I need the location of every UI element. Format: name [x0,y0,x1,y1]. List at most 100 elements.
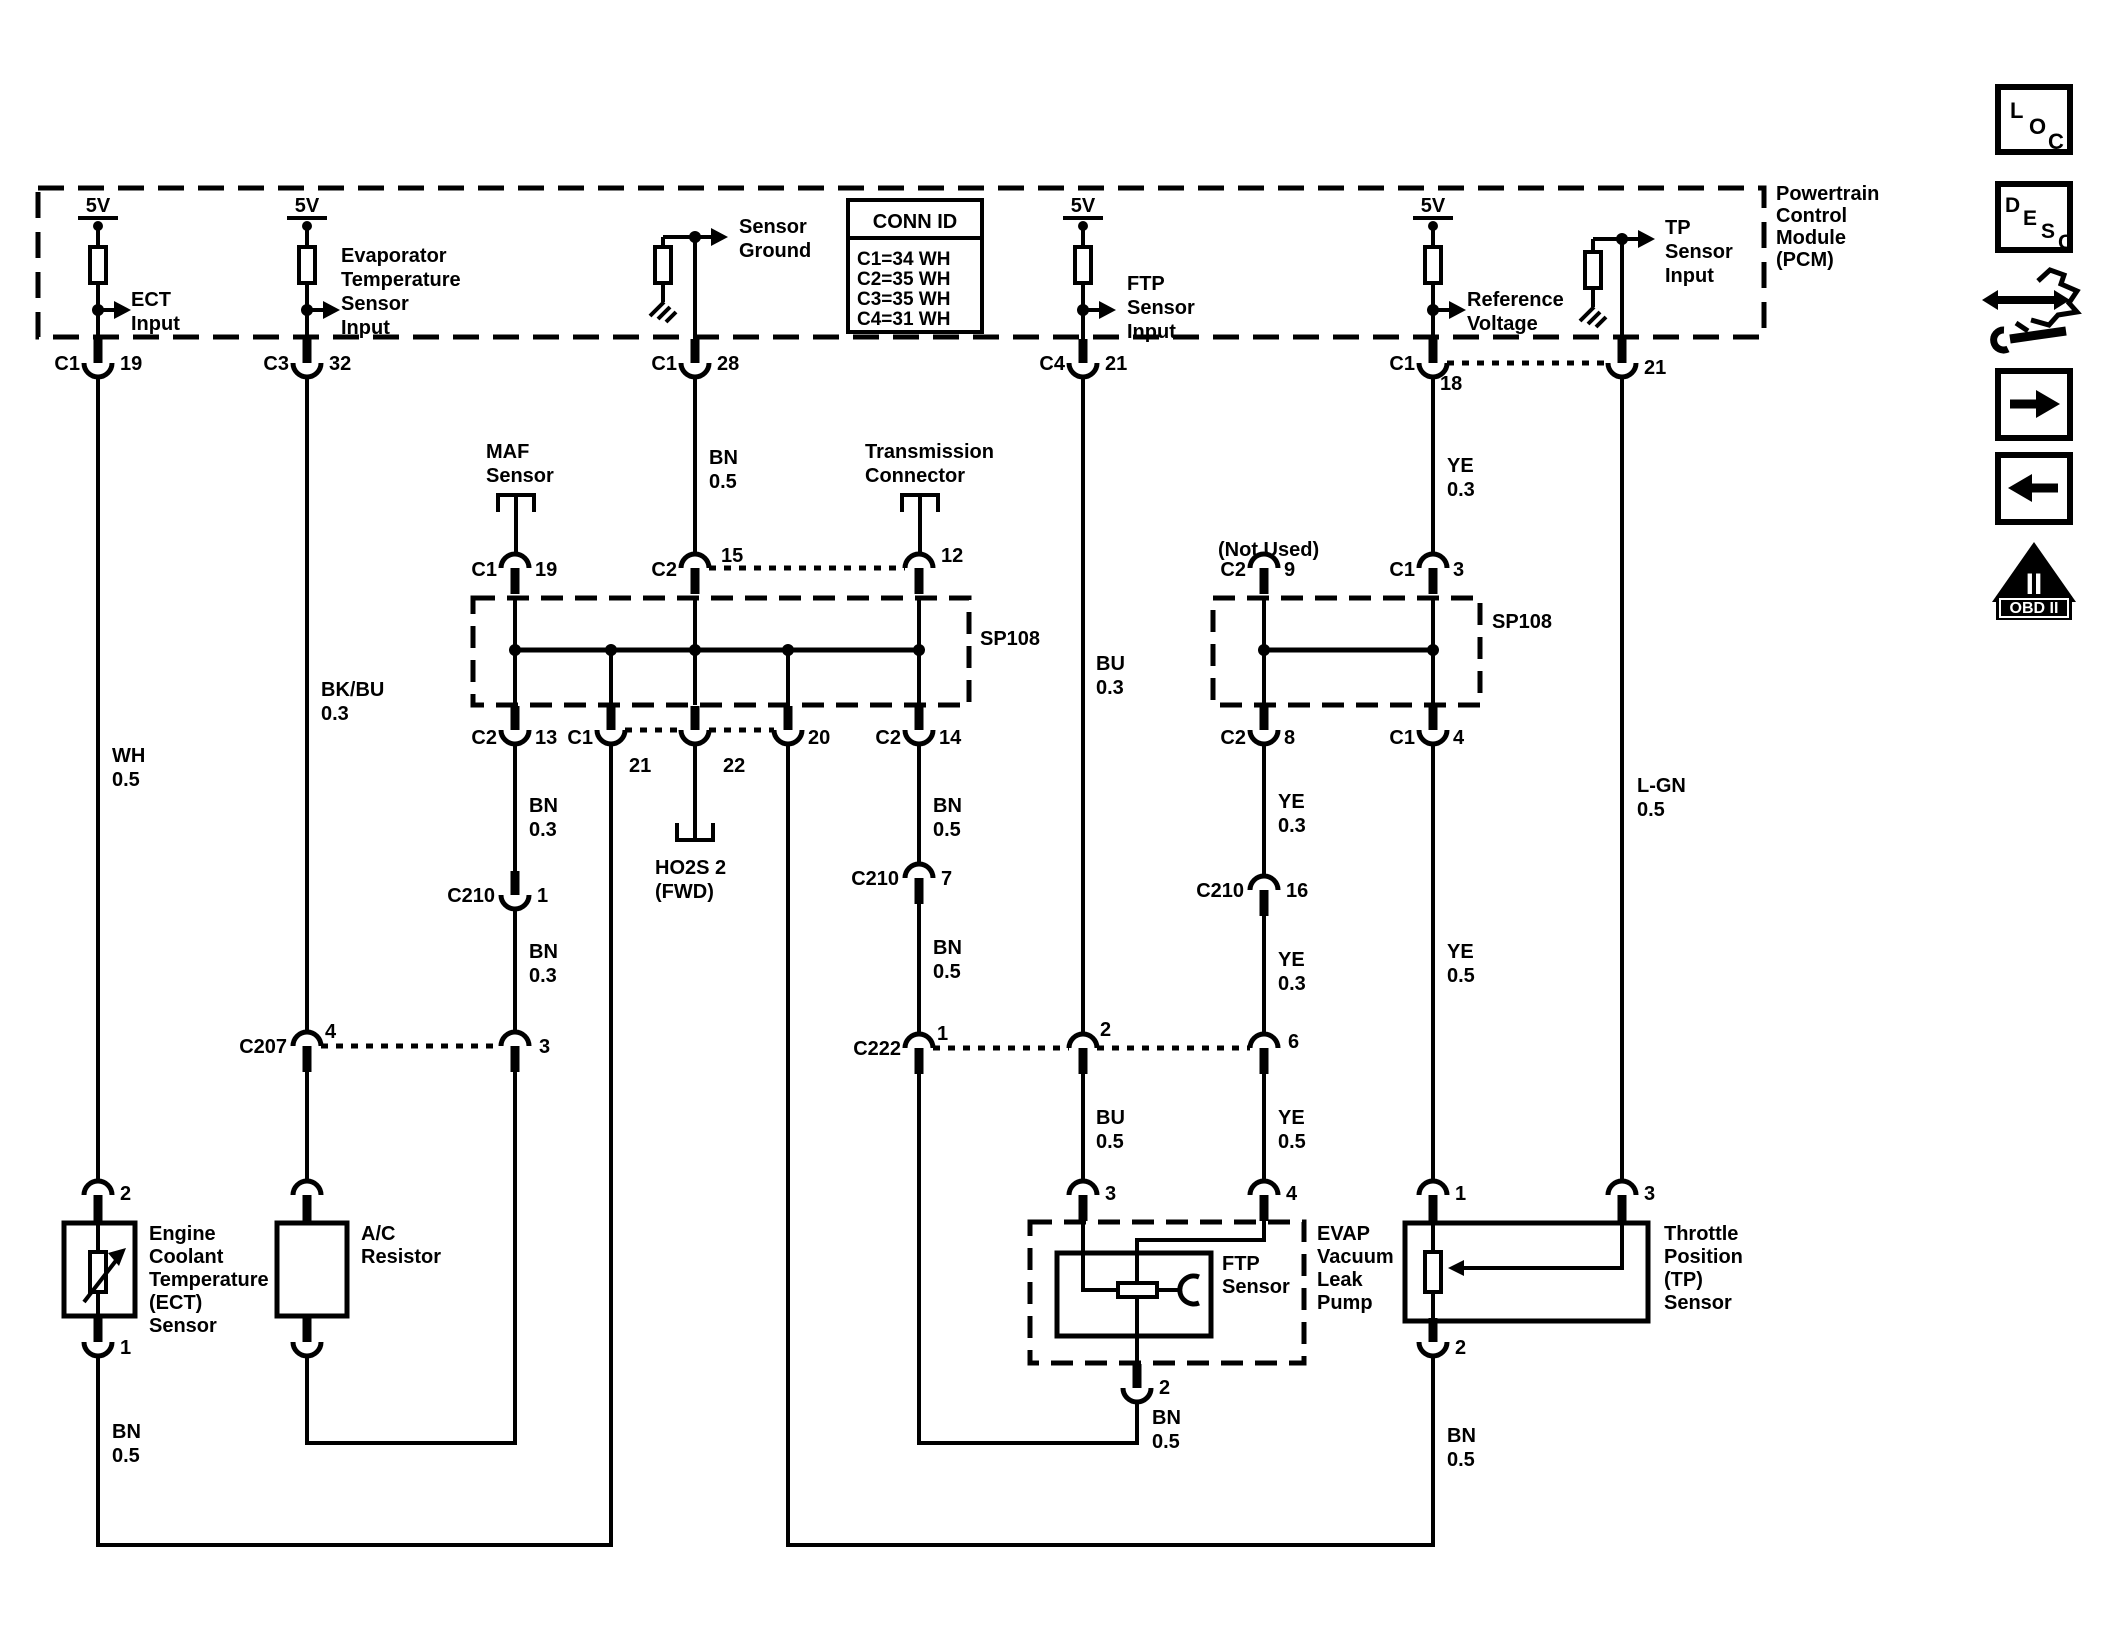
resistor-icon [297,245,317,285]
wire-bn-05-g-line1: BN [933,795,962,817]
ect-label-line4: (ECT) [149,1292,202,1314]
desc-icon-letter-c: C [2058,231,2073,254]
obd2-icon[interactable] [1992,542,2076,620]
ect-sensor-outline [61,1220,138,1319]
ground-icon [648,300,678,324]
pressure-diaphragm-icon [1177,1273,1200,1307]
sp-c2-14-num: 14 [939,727,962,749]
wire-bu-05-line2: 0.5 [1096,1131,1124,1153]
c210-16-conn: C210 [1196,880,1244,902]
hotlink-icon[interactable] [1982,267,2082,354]
pin-c1-18-num: 18 [1440,373,1462,395]
sp-c1-19-conn: C1 [471,559,497,581]
wire-ye-05-i-line1: YE [1278,1107,1305,1129]
sp2-c1-3-conn: C1 [1389,559,1415,581]
transmission-connector-bracket-icon [900,493,940,512]
desc-icon-letter-e: E [2023,207,2037,230]
wire-bn-03-b-line2: 0.3 [529,965,557,987]
ac-label-line2: Resistor [361,1246,441,1268]
ref-voltage-label-line1: Reference [1467,289,1564,311]
wire-bu-03-line1: BU [1096,653,1125,675]
wire-ye-03-i1-line1: YE [1278,791,1305,813]
evap-input-label-line4: Input [341,317,390,339]
wire-ye-05-j-line2: 0.5 [1447,965,1475,987]
sensor-ground-circuit-wire [661,235,711,838]
ect-label-line1: Engine [149,1223,216,1245]
evap-pump-label-line3: Leak [1317,1269,1363,1291]
ftp-circuit-wire [1081,226,1266,1364]
tp-input-arrow-icon [1638,230,1655,248]
sp108-right-label: SP108 [1492,611,1552,633]
wire-bn-05-sg-line1: BN [709,447,738,469]
resistor-icon [653,245,673,285]
ho2s-label-line2: (FWD) [655,881,714,903]
wire-bn-05-ect-line1: BN [112,1421,141,1443]
c210-16-num: 16 [1286,880,1308,902]
sp108-left-splice [470,565,972,733]
desc-icon[interactable] [1995,181,2073,253]
loc-icon-letter-l: L [2010,98,2023,123]
evap-input-label-line2: Temperature [341,269,461,291]
sp-c2-15-conn: C2 [651,559,677,581]
back-arrow-icon[interactable] [1995,452,2073,525]
evap-vacuum-leak-pump [1027,1219,1307,1366]
sp-c2-13-conn: C2 [471,727,497,749]
ftp-4-num: 4 [1286,1183,1298,1205]
desc-icon-letter-s: S [2041,220,2055,243]
ftp-input-label-line3: Input [1127,321,1176,343]
ftp-sensor-outline [1054,1250,1214,1339]
evap-input-arrow-icon [323,301,340,319]
ref-voltage-circuit-wire [1431,226,1449,1321]
wire-lgn-05-line2: 0.5 [1637,799,1665,821]
forward-arrow-icon[interactable] [1995,368,2073,441]
ftp-resistor-icon [1116,1281,1159,1299]
loc-icon[interactable] [1995,84,2073,155]
sp-20-num: 20 [808,727,830,749]
potentiometer-icon [1423,1250,1443,1294]
conn-id-table [846,198,984,334]
ftp-sensor-label-line1: FTP [1222,1253,1260,1275]
ftp-input-label-line1: FTP [1127,273,1165,295]
sp-12-num: 12 [941,545,963,567]
sp108-left-label: SP108 [980,628,1040,650]
resistor-icon [88,245,108,285]
sp-22-num: 22 [723,755,745,777]
ect-label-line5: Sensor [149,1315,217,1337]
sp2-c1-3-num: 3 [1453,559,1464,581]
ho2s-label-line1: HO2S 2 [655,857,726,879]
c210-1-conn: C210 [447,885,495,907]
ftp-input-arrow-icon [1099,301,1116,319]
voltage-5v-ftp: 5V [1071,195,1096,217]
pin-c1-19-conn: C1 [54,353,80,375]
desc-icon-letter-d: D [2005,194,2020,217]
c210-1-num: 1 [537,885,548,907]
resistor-icon [1073,245,1093,285]
evap-pump-label-line1: EVAP [1317,1223,1370,1245]
transmission-circuit-wire [917,497,1139,1445]
pin-c4-21-num: 21 [1105,353,1127,375]
ftp-sensor-label-line2: Sensor [1222,1276,1290,1298]
tp-ground-circuit-wire [786,744,1435,1547]
pcm-title-line2: Control [1776,205,1847,227]
wire-wh-05-line2: 0.5 [112,769,140,791]
ect-input-arrow-icon [114,301,131,319]
trans-label-line2: Connector [865,465,965,487]
ftp-3-num: 3 [1105,1183,1116,1205]
sp-c2-14-conn: C2 [875,727,901,749]
tp-label-line1: Throttle [1664,1223,1738,1245]
sensor-ground-label-line2: Ground [739,240,811,262]
wire-bn-05-g-line2: 0.5 [933,819,961,841]
pin-21-num: 21 [1644,357,1666,379]
sp108-left-outline [470,595,972,708]
variable-arrow-icon [82,1256,120,1304]
resistor-icon [1423,245,1443,285]
conn-id-title: CONN ID [873,211,957,233]
ac-label-line1: A/C [361,1223,395,1245]
ac-resistor [274,1220,350,1319]
tp-2-num: 2 [1455,1337,1466,1359]
voltage-5v-ref: 5V [1421,195,1446,217]
c210-7-conn: C210 [851,868,899,890]
loc-icon-letter-o: O [2029,114,2046,139]
